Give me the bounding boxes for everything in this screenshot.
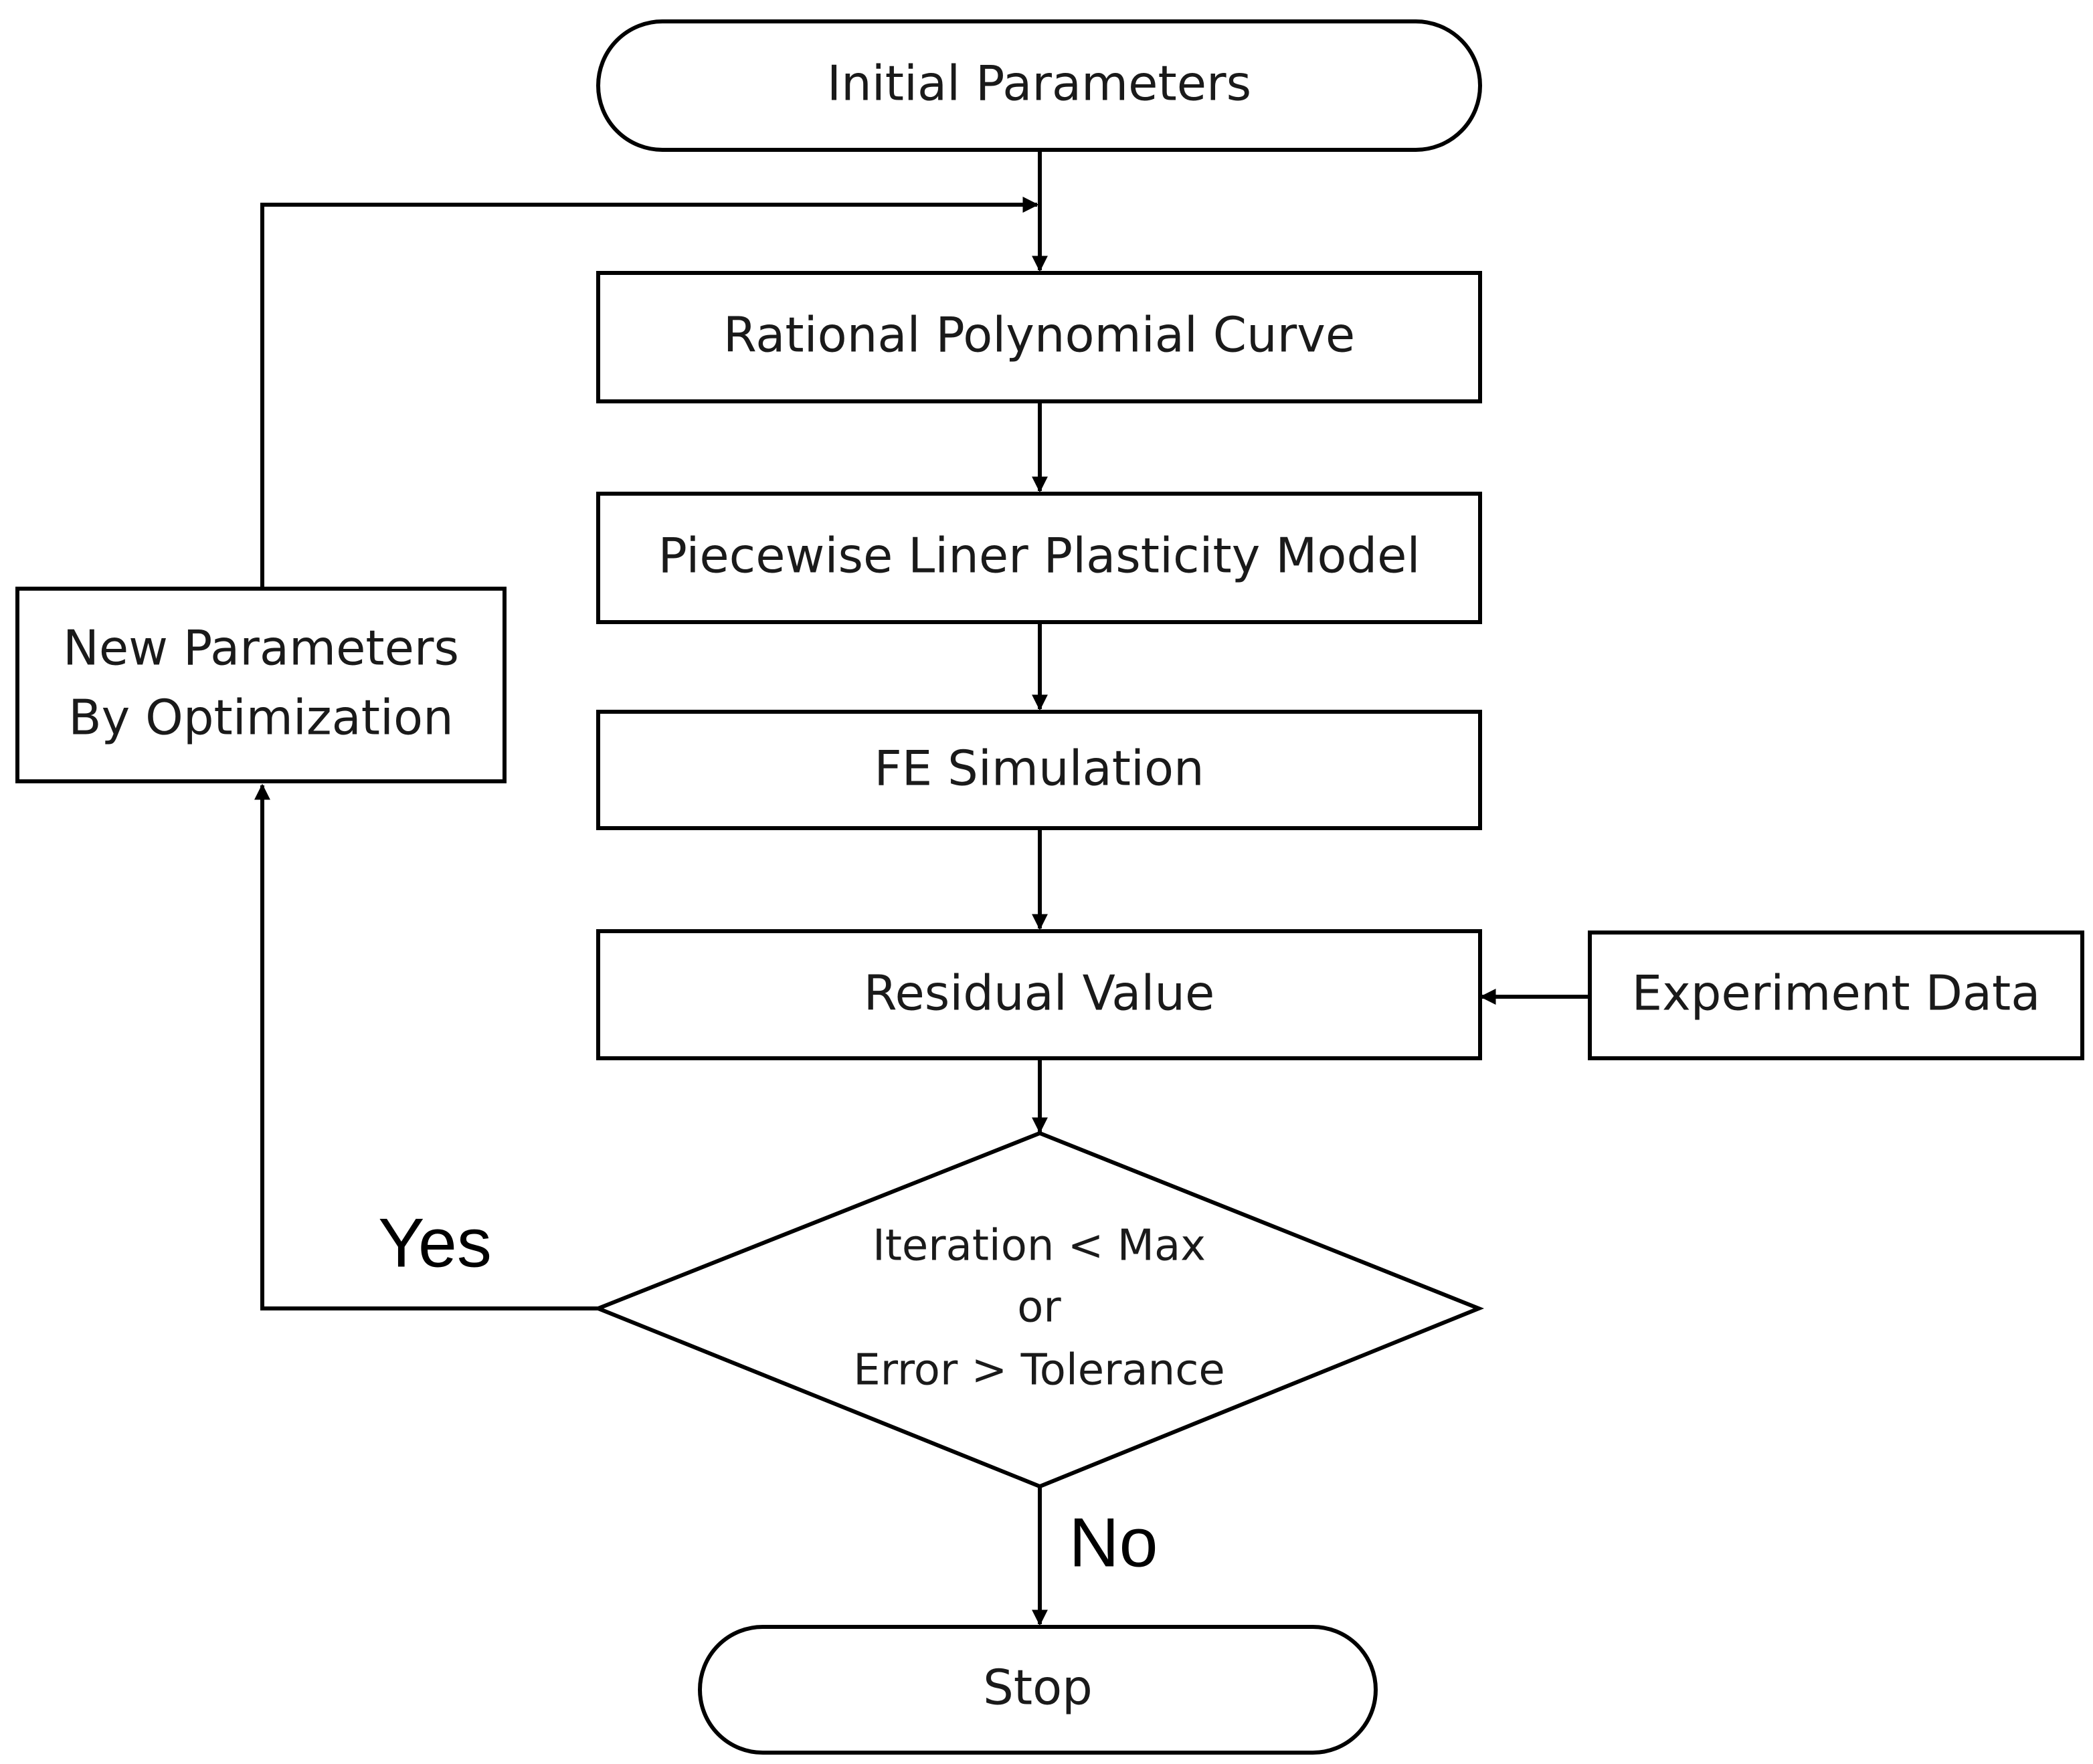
node-decision-line3: Error > Tolerance	[853, 1346, 1225, 1395]
arrow-decision-yes	[254, 783, 598, 1310]
branch-label-no: No	[1069, 1504, 1158, 1581]
branch-label-yes: Yes	[378, 1204, 492, 1282]
node-piecewise-liner-plasticity-model: Piecewise Liner Plasticity Model	[596, 492, 1482, 624]
node-stop-label: Stop	[983, 1660, 1093, 1716]
arrow-feedback-loop	[260, 197, 1039, 589]
node-rational-polynomial-curve: Rational Polynomial Curve	[596, 271, 1482, 403]
node-stop: Stop	[698, 1625, 1378, 1755]
node-fe-simulation: FE Simulation	[596, 710, 1482, 830]
node-new-parameters: New Parameters By Optimization	[15, 587, 507, 783]
node-new-parameters-line2: By Optimization	[68, 690, 453, 746]
node-new-parameters-line1: New Parameters	[63, 620, 459, 676]
node-rational-polynomial-curve-label: Rational Polynomial Curve	[723, 307, 1355, 363]
connectors	[254, 150, 1590, 1626]
node-residual-value-label: Residual Value	[864, 965, 1215, 1021]
node-initial-parameters-label: Initial Parameters	[827, 56, 1251, 112]
node-decision-line1: Iteration < Max	[873, 1221, 1206, 1271]
node-piecewise-liner-plasticity-model-label: Piecewise Liner Plasticity Model	[658, 528, 1421, 584]
node-residual-value: Residual Value	[596, 929, 1482, 1060]
node-decision-line2: or	[1017, 1283, 1061, 1333]
node-fe-simulation-label: FE Simulation	[874, 741, 1204, 797]
node-initial-parameters: Initial Parameters	[596, 19, 1482, 152]
node-experiment-data: Experiment Data	[1588, 930, 2084, 1060]
node-experiment-data-label: Experiment Data	[1632, 965, 2041, 1021]
node-decision: Iteration < Max or Error > Tolerance	[592, 1131, 1485, 1489]
